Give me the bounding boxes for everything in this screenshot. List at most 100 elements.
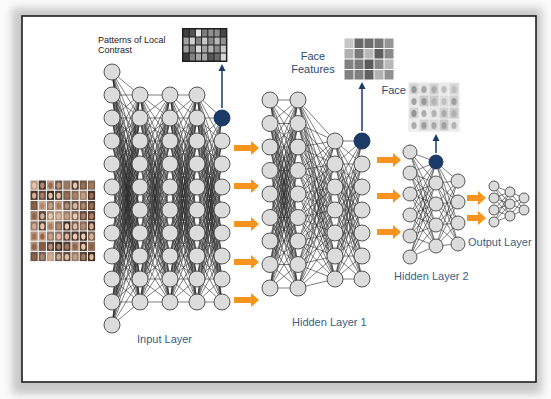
neuron-node xyxy=(104,179,120,195)
face-sketch xyxy=(57,183,61,189)
face-sketch xyxy=(89,254,93,260)
neuron-node xyxy=(214,294,230,310)
face-sketch xyxy=(40,234,44,240)
flow-arrow xyxy=(234,293,259,307)
face-sketch xyxy=(40,223,44,229)
thumbnail-cell xyxy=(88,211,95,220)
thumbnail-cell xyxy=(221,46,226,53)
flow-arrow xyxy=(234,179,259,193)
thumbnail-cell xyxy=(80,191,87,200)
neuron-node xyxy=(132,294,148,310)
label-text: Input Layer xyxy=(137,333,217,346)
thumbnail-cell xyxy=(72,242,79,251)
neuron-connection xyxy=(112,256,140,325)
neuron-node xyxy=(290,139,306,155)
neuron-node xyxy=(132,110,148,126)
thumbnail-cell xyxy=(375,49,384,59)
thumbnail-ground xyxy=(408,82,460,132)
thumbnail-cell xyxy=(355,60,364,70)
face-sketch xyxy=(32,183,36,189)
neuron-node xyxy=(104,133,120,149)
face-sketch xyxy=(451,86,456,93)
neuron-node xyxy=(451,174,465,188)
thumbnail-cell xyxy=(221,30,226,37)
neuron-connection xyxy=(112,95,140,302)
thumbnail-cell xyxy=(208,38,213,45)
face-sketch xyxy=(73,234,77,240)
neuron-connection xyxy=(112,95,140,302)
neuron-node xyxy=(189,179,205,195)
face-sketch xyxy=(411,98,416,105)
neuron-node xyxy=(354,248,370,264)
thumbnail-cell xyxy=(88,221,95,230)
thumbnail-cell xyxy=(345,60,354,70)
neuron-node xyxy=(262,210,278,226)
thumbnail-cell xyxy=(430,108,439,119)
thumbnail-cell xyxy=(88,181,95,190)
layer-label: Face Features xyxy=(288,50,338,75)
neuron-connection xyxy=(197,95,222,302)
face-sketch xyxy=(57,254,61,260)
thumbnail-cell xyxy=(63,242,70,251)
thumbnail-cell xyxy=(355,70,364,80)
face-sketch xyxy=(81,223,85,229)
layer-label: Input Layer xyxy=(137,333,217,346)
thumbnail-cell xyxy=(63,221,70,230)
label-text: Face xyxy=(376,84,406,97)
frame-border xyxy=(22,16,536,382)
layer-label: Patterns of Local Contrast xyxy=(98,35,180,56)
face-sketch xyxy=(32,203,36,209)
thumbnail-cell xyxy=(31,191,38,200)
thumbnail-cell xyxy=(72,252,79,261)
feature-pointer-head xyxy=(219,64,226,71)
flow-arrow xyxy=(467,191,486,205)
thumbnail-cell xyxy=(47,221,54,230)
face-sketch xyxy=(57,244,61,250)
label-text: Hidden Layer 2 xyxy=(394,270,484,283)
neuron-node xyxy=(354,156,370,172)
face-sketch xyxy=(48,234,52,240)
thumbnail-cell xyxy=(202,38,207,45)
thumbnail-cell xyxy=(31,211,38,220)
face-sketch xyxy=(57,223,61,229)
neuron-node xyxy=(132,271,148,287)
neuron-connection xyxy=(170,95,197,302)
neuron-node xyxy=(162,202,178,218)
thumbnail-cell xyxy=(450,108,459,119)
thumbnail-cell xyxy=(345,39,354,49)
thumbnail-cell xyxy=(450,120,459,131)
neuron-node xyxy=(104,317,120,333)
thumbnail-cell xyxy=(355,49,364,59)
thumbnail-cell xyxy=(39,191,46,200)
face-sketch xyxy=(81,213,85,219)
flow-arrow xyxy=(234,217,259,231)
thumbnail-cell xyxy=(420,120,429,131)
neuron-node xyxy=(162,271,178,287)
thumbnail-cell xyxy=(80,201,87,210)
face-sketch xyxy=(40,244,44,250)
face-sketch xyxy=(73,213,77,219)
thumbnail-cell xyxy=(345,70,354,80)
thumbnail-cell xyxy=(55,211,62,220)
face-sketch xyxy=(65,183,69,189)
neuron-node xyxy=(104,225,120,241)
face-sketch xyxy=(441,122,446,129)
thumbnail-cell xyxy=(47,232,54,241)
thumbnail-cell xyxy=(410,96,419,107)
neuron-node xyxy=(162,156,178,172)
neuron-node xyxy=(104,248,120,264)
neuron-node xyxy=(429,176,443,190)
flow-arrow xyxy=(234,141,259,155)
face-sketch xyxy=(32,234,36,240)
neuron-node xyxy=(451,216,465,230)
thumbnail-cell xyxy=(420,84,429,95)
neuron-node xyxy=(519,205,529,215)
neuron-node xyxy=(262,163,278,179)
face-sketch xyxy=(65,213,69,219)
neuron-node xyxy=(327,156,343,172)
face-sketch xyxy=(73,183,77,189)
neuron-node xyxy=(214,271,230,287)
neuron-node xyxy=(354,133,370,149)
thumbnail-cell xyxy=(215,30,220,37)
neuron-node xyxy=(162,87,178,103)
